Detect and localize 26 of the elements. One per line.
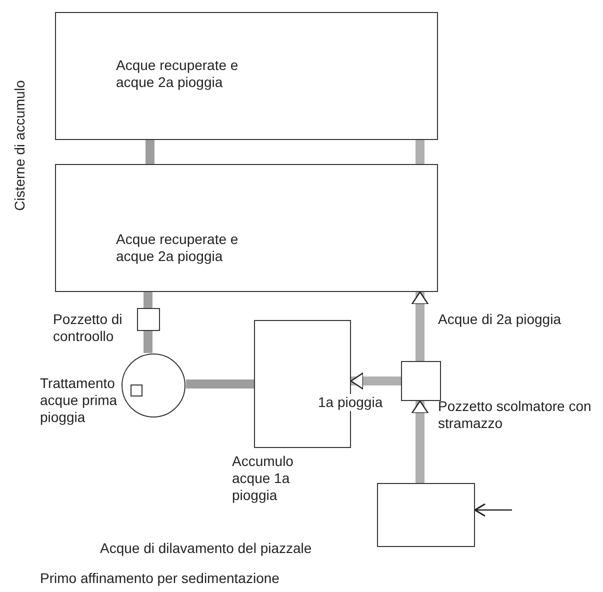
tank-box (377, 483, 475, 547)
treatment-tank (121, 353, 186, 418)
edge-label: 1a pioggia (318, 394, 383, 411)
node-text: Acque recuperate e acque 2a pioggia (116, 57, 240, 91)
node-caption: Pozzetto di controollo (53, 311, 124, 345)
node-text: Acque recuperate e acque 2a pioggia (116, 231, 240, 265)
arrow (474, 503, 512, 517)
manhole-box (401, 361, 441, 401)
pipe-flow-arrow (411, 400, 429, 483)
manhole-box (137, 308, 160, 331)
edge-label: Acque di 2a pioggia (438, 311, 561, 328)
pipe (146, 140, 154, 164)
tank-box (55, 12, 438, 140)
pipe (144, 292, 152, 308)
pipe-flow-arrow (350, 372, 401, 390)
pipe (416, 140, 424, 164)
pipe (144, 331, 152, 353)
node-caption: Pozzetto scolmatore con stramazzo (438, 398, 592, 432)
node-caption: Trattamento acque prima pioggia (40, 375, 118, 426)
text-label: Acque di dilavamento del piazzale (100, 540, 312, 557)
pipe (186, 380, 254, 388)
pipe-flow-arrow (411, 291, 429, 361)
tank-box (55, 164, 438, 292)
caption: Primo affinamento per sedimentazione (40, 570, 280, 587)
vertical-label: Cisterne di accumulo (12, 79, 28, 213)
node-caption: Accumulo acque 1a pioggia (232, 453, 294, 504)
